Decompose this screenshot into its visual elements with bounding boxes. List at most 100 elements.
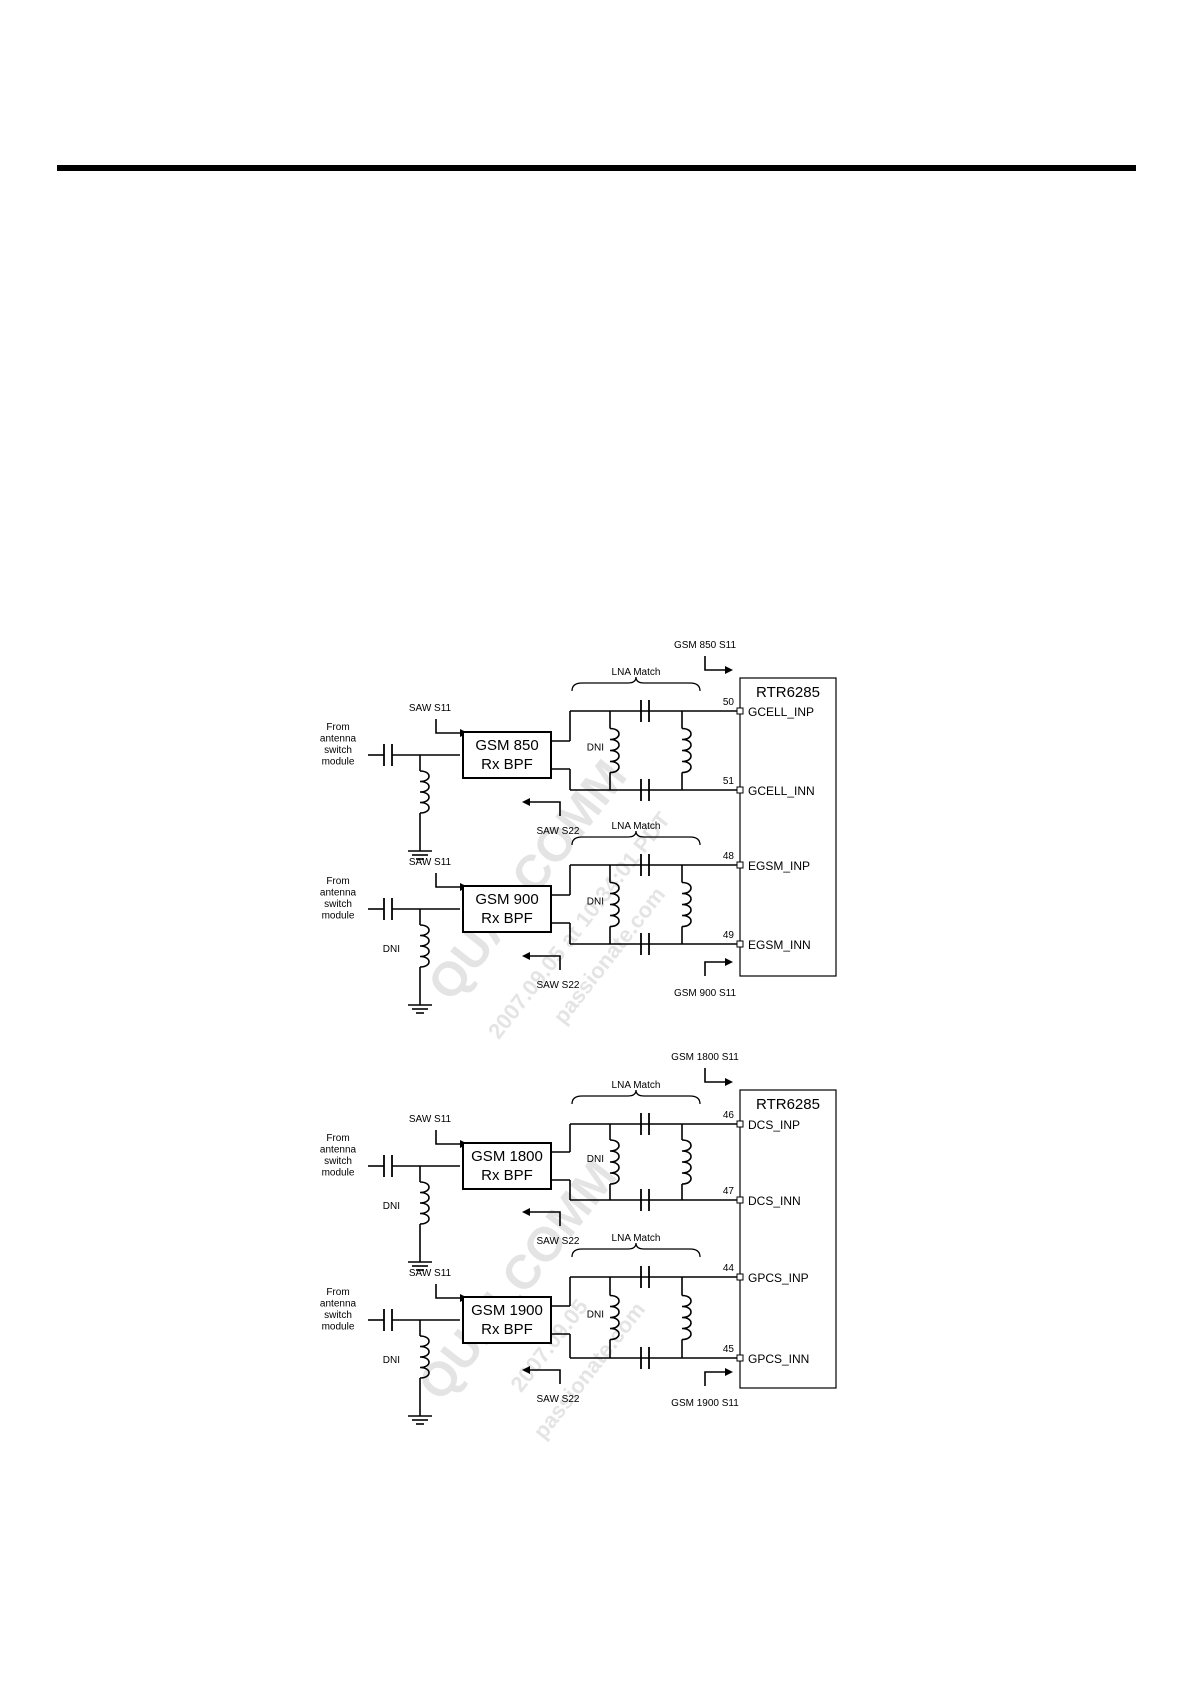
saw-s11-label: SAW S11 <box>409 1114 452 1125</box>
s11-top-arrow <box>704 1068 725 1083</box>
saw-s11-arrow <box>435 1284 460 1299</box>
saw-s22-arrow-head <box>522 798 530 806</box>
lna-match-label: LNA Match <box>612 1233 661 1244</box>
match-dni-label: DNI <box>587 743 604 754</box>
saw-s11-label: SAW S11 <box>409 1268 452 1279</box>
pin-name: DCS_INN <box>748 1194 801 1208</box>
saw-s22-arrow-head <box>522 952 530 960</box>
pin-name: GPCS_INN <box>748 1352 809 1366</box>
match-inductor <box>681 1139 692 1185</box>
source-label: antenna <box>320 888 357 899</box>
s11-top-arrow-head <box>725 1078 733 1086</box>
saw-s11-arrow <box>435 719 460 734</box>
filter-name: GSM 850 <box>475 737 538 754</box>
pin-name: GCELL_INN <box>748 784 815 798</box>
lna-match-brace <box>571 1242 701 1258</box>
s11-bottom-arrow <box>704 961 725 976</box>
match-dni-label: DNI <box>587 1154 604 1165</box>
saw-s22-label: SAW S22 <box>537 1394 580 1405</box>
pin-name: EGSM_INP <box>748 859 810 873</box>
saw-s11-label: SAW S11 <box>409 703 452 714</box>
match-inductor <box>681 881 692 928</box>
filter-box <box>462 1296 552 1344</box>
match-dni-inductor <box>609 727 620 774</box>
pin-number: 49 <box>723 930 735 941</box>
lna-match-label: LNA Match <box>612 1080 661 1091</box>
lna-match-label: LNA Match <box>612 667 661 678</box>
lna-match-brace <box>571 1089 701 1105</box>
pin-name: DCS_INP <box>748 1118 800 1132</box>
pin-number: 46 <box>723 1110 735 1121</box>
source-label: switch <box>324 745 352 756</box>
filter-type: Rx BPF <box>481 1167 533 1184</box>
filter-name: GSM 1900 <box>471 1302 543 1319</box>
source-label: module <box>322 1322 355 1333</box>
match-dni-label: DNI <box>587 1310 604 1321</box>
pin-name: GCELL_INP <box>748 705 814 719</box>
pin-marker <box>736 1273 744 1281</box>
source-label: antenna <box>320 1145 357 1156</box>
source-label: antenna <box>320 734 357 745</box>
shunt-inductor <box>419 1181 430 1225</box>
chip-label: RTR6285 <box>756 1096 820 1113</box>
match-dni-inductor <box>609 1139 620 1185</box>
pin-number: 45 <box>723 1344 735 1355</box>
match-inductor <box>681 727 692 774</box>
pin-marker <box>736 1354 744 1362</box>
saw-s22-arrow <box>530 1211 561 1226</box>
source-label: antenna <box>320 1299 357 1310</box>
pin-number: 51 <box>723 776 735 787</box>
saw-s22-arrow-head <box>522 1366 530 1374</box>
match-dni-inductor <box>609 1294 620 1341</box>
saw-s11-arrow <box>435 873 460 888</box>
source-label: switch <box>324 899 352 910</box>
saw-s22-arrow-head <box>522 1208 530 1216</box>
saw-s22-arrow <box>530 801 561 816</box>
shunt-inductor <box>419 924 430 968</box>
source-label: switch <box>324 1310 352 1321</box>
source-label: From <box>326 722 349 733</box>
pin-name: EGSM_INN <box>748 938 811 952</box>
s11-top-arrow-head <box>725 666 733 674</box>
rtr6285-chip <box>739 1089 837 1389</box>
shunt-inductor <box>419 1335 430 1379</box>
pin-marker <box>736 940 744 948</box>
filter-box <box>462 731 552 779</box>
filter-box <box>462 885 552 933</box>
s11-bottom-arrow-head <box>725 1368 733 1376</box>
filter-type: Rx BPF <box>481 910 533 927</box>
shunt-dni-label: DNI <box>383 944 400 955</box>
s11-top-label: GSM 850 S11 <box>674 640 737 651</box>
source-label: From <box>326 1133 349 1144</box>
source-label: module <box>322 911 355 922</box>
pin-marker <box>736 707 744 715</box>
shunt-dni-label: DNI <box>383 1355 400 1366</box>
filter-name: GSM 900 <box>475 891 538 908</box>
pin-number: 47 <box>723 1186 735 1197</box>
s11-bottom-label: GSM 1900 S11 <box>671 1398 739 1409</box>
saw-s22-arrow <box>530 955 561 970</box>
source-label: module <box>322 1168 355 1179</box>
source-label: module <box>322 757 355 768</box>
pin-number: 44 <box>723 1263 735 1274</box>
rtr6285-chip <box>739 677 837 977</box>
match-inductor <box>681 1294 692 1341</box>
pin-name: GPCS_INP <box>748 1271 809 1285</box>
match-dni-label: DNI <box>587 897 604 908</box>
pin-number: 48 <box>723 851 735 862</box>
s11-bottom-arrow-head <box>725 958 733 966</box>
lna-match-label: LNA Match <box>612 821 661 832</box>
saw-s22-label: SAW S22 <box>537 1236 580 1247</box>
source-label: From <box>326 876 349 887</box>
filter-name: GSM 1800 <box>471 1148 543 1165</box>
lna-match-brace <box>571 830 701 846</box>
s11-top-label: GSM 1800 S11 <box>671 1052 739 1063</box>
saw-s22-label: SAW S22 <box>537 980 580 991</box>
shunt-inductor <box>419 770 430 814</box>
pin-marker <box>736 1120 744 1128</box>
saw-s22-label: SAW S22 <box>537 826 580 837</box>
filter-box <box>462 1142 552 1190</box>
saw-s11-arrow <box>435 1130 460 1145</box>
